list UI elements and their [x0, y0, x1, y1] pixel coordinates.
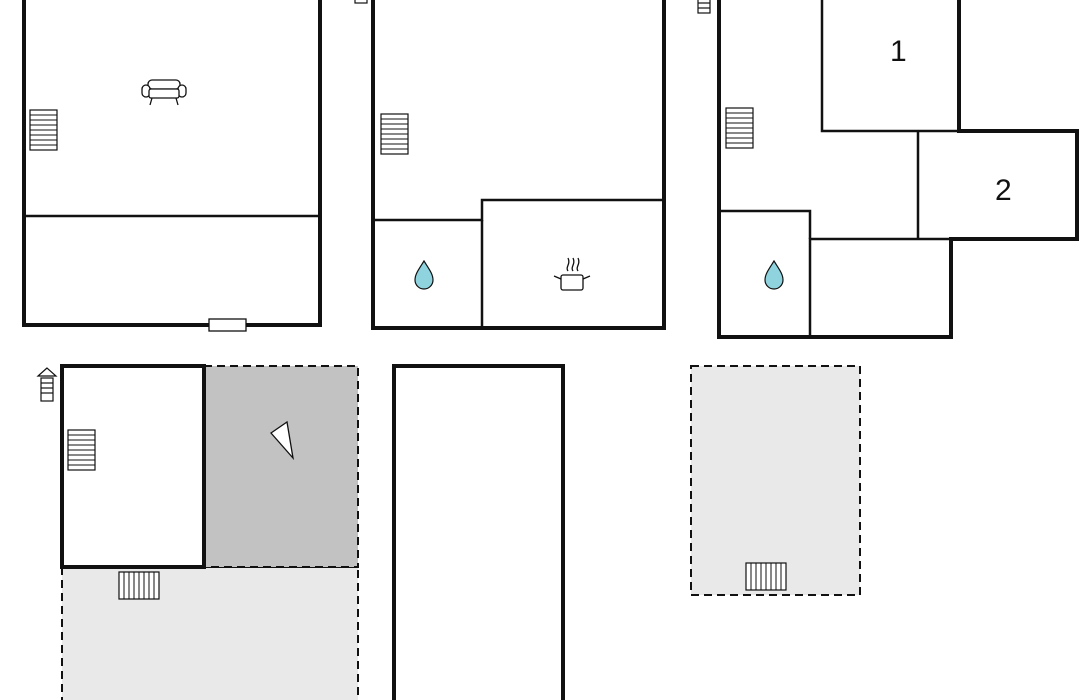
terrace: [690, 365, 861, 596]
view-direction-icon: [270, 420, 295, 461]
entrance-icon: [697, 0, 711, 14]
floor-right: [717, 0, 1079, 339]
stairs-icon: [745, 562, 787, 591]
floor-middle: [371, 0, 666, 330]
floor-middle-inner-walls: [373, 198, 664, 222]
stairs-icon: [29, 109, 58, 151]
stairs-icon: [380, 113, 409, 155]
bedroom-1-wall: [820, 0, 959, 133]
stairs-icon: [118, 571, 160, 600]
bathroom-wall: [719, 209, 812, 239]
garage: [392, 364, 565, 700]
covered-terrace: [203, 365, 359, 568]
room-label-1: 1: [890, 35, 907, 68]
entrance-icon: [36, 367, 58, 402]
sofa-icon: [141, 79, 187, 106]
cooking-pot-icon: [553, 257, 591, 291]
room-label-2: 2: [995, 174, 1012, 207]
floor-left: [22, 0, 322, 332]
window-icon: [208, 318, 247, 332]
ground-middle: [392, 364, 565, 700]
terrace: [61, 566, 359, 700]
ground-left: [36, 364, 359, 700]
stairs-icon: [725, 107, 754, 149]
stairs-icon: [67, 429, 96, 471]
ground-right: [690, 365, 861, 596]
window-icon: [354, 0, 368, 4]
floor-left-outline: [22, 0, 322, 327]
floor-right-outline: [717, 0, 1079, 339]
